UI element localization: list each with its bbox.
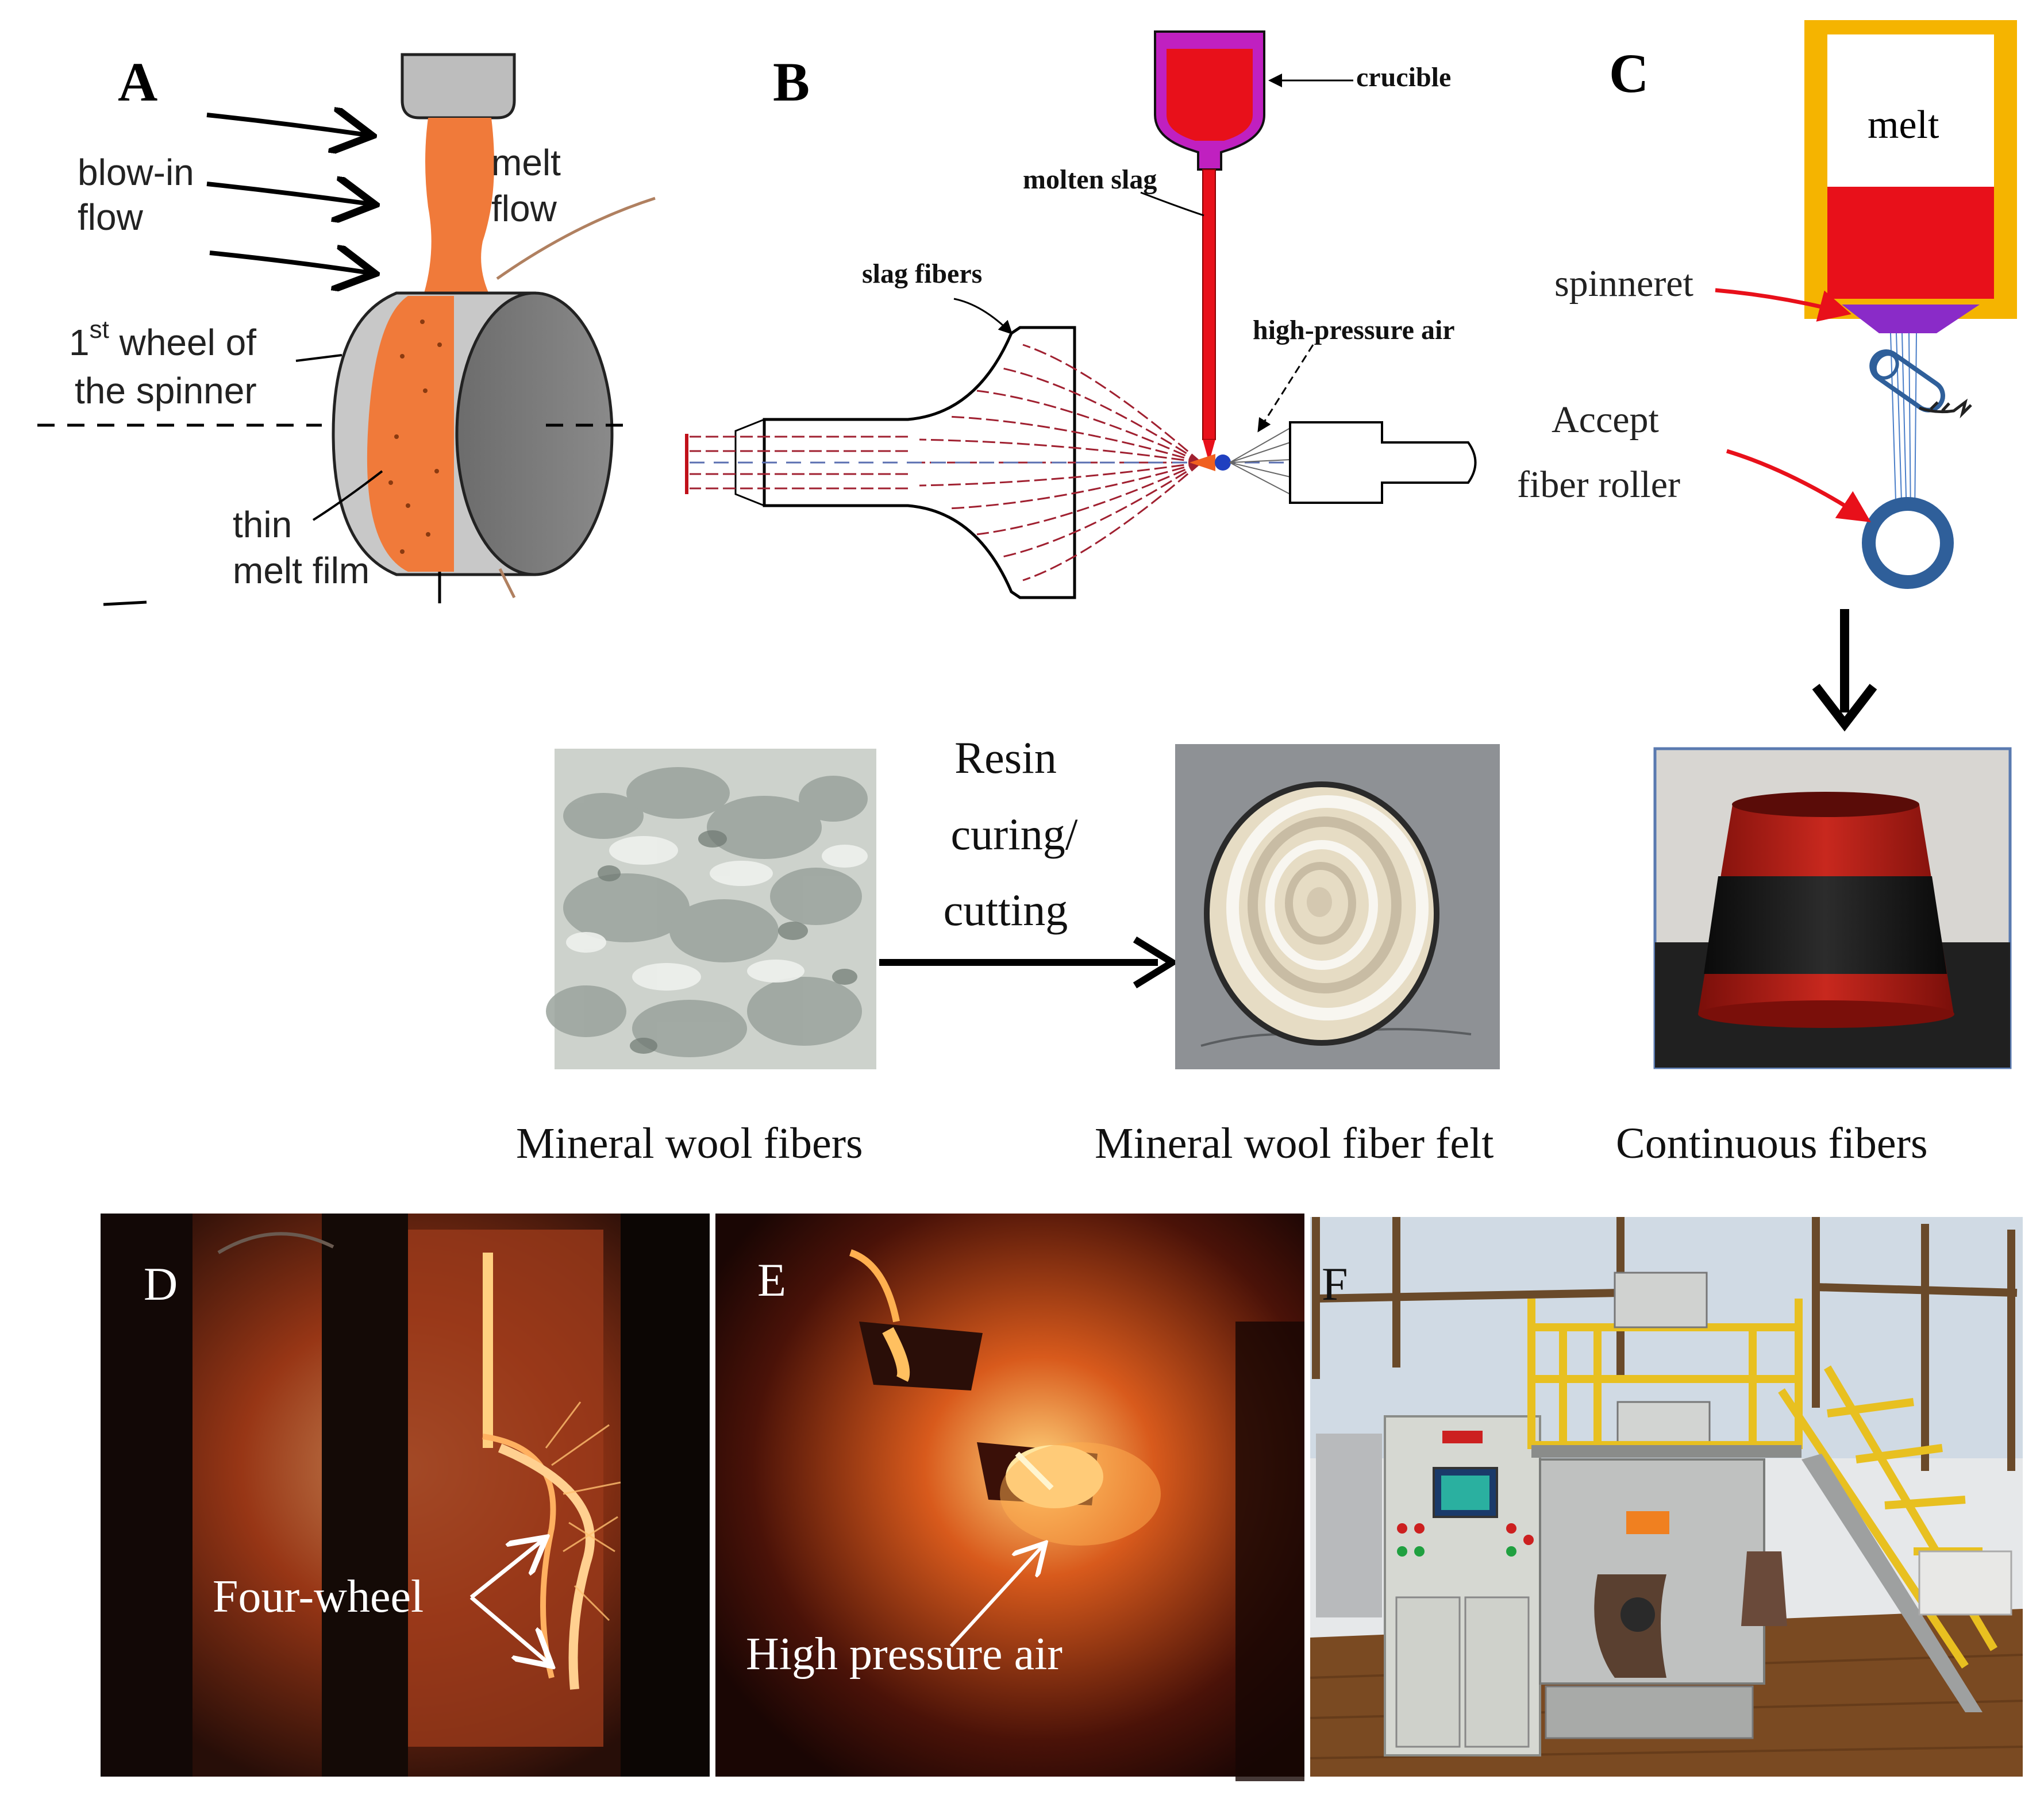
blow-in-label: blow-in	[78, 152, 194, 193]
panel-b-letter: B	[773, 51, 810, 113]
air-leader	[1257, 344, 1314, 433]
fiber-roller	[1862, 497, 1954, 589]
high-pressure-air-label: high-pressure air	[1253, 315, 1455, 345]
yellow-platform	[1527, 1299, 1998, 1669]
high-pressure-air-label: High pressure air	[746, 1629, 1063, 1680]
spinner-label: the spinner	[75, 370, 257, 411]
melt-chamber-red	[1827, 187, 1994, 299]
process-curing: curing/	[951, 809, 1078, 859]
down-arrow-head	[1812, 684, 1877, 732]
panel-e-letter: E	[757, 1254, 786, 1306]
process-resin: Resin	[954, 733, 1057, 783]
four-wheel-arrow-2	[469, 1596, 549, 1663]
roller-arrow	[1726, 449, 1871, 522]
fibers-leader	[953, 298, 1013, 335]
caption-mineral-wool: Mineral wool fibers	[516, 1119, 863, 1168]
spinneret-label: spinneret	[1554, 263, 1693, 305]
thin-label: thin	[233, 504, 292, 545]
molten-slag-stream	[1202, 169, 1216, 440]
air-spray	[1229, 427, 1291, 495]
panel-b: B	[685, 30, 1477, 599]
four-wheel-label: Four-wheel	[213, 1571, 424, 1622]
process-cutting: cutting	[944, 885, 1068, 935]
melt-label: melt	[491, 142, 561, 183]
guide-bracket	[1919, 398, 1972, 419]
crucible-label: crucible	[1356, 62, 1451, 93]
caption-continuous: Continuous fibers	[1616, 1119, 1928, 1168]
film-leader	[312, 470, 383, 521]
bottom-tick-2	[498, 568, 516, 599]
nozzle	[401, 53, 516, 120]
melt-chamber-top	[1827, 34, 1994, 190]
melt-label: melt	[1868, 103, 1939, 147]
panel-f-letter: F	[1322, 1258, 1348, 1310]
melt-film-label: melt film	[233, 550, 369, 591]
blow-in-arrows	[206, 115, 371, 273]
panel-c: C melt spinneret Accept fiber roller	[1517, 20, 2017, 732]
panel-c-letter: C	[1609, 43, 1649, 104]
crucible-melt	[1167, 49, 1253, 141]
continuous-fiber-photo	[1653, 747, 2012, 1069]
molten-slag-label: molten slag	[1023, 164, 1157, 195]
air-nozzle	[1289, 421, 1477, 504]
spinneret-arrow	[1715, 288, 1851, 322]
fiber-burst	[1190, 454, 1215, 471]
panel-a-letter: A	[118, 51, 157, 113]
flow-label: flow	[78, 197, 144, 238]
panel-a: A blow-in fl	[37, 51, 656, 606]
panel-f: F	[1310, 1217, 2023, 1777]
molten-slag-leader	[1140, 191, 1204, 217]
slag-fibers-label: slag fibers	[862, 259, 982, 289]
high-pressure-air-arrow	[949, 1546, 1043, 1648]
guide-roller	[1869, 349, 1945, 413]
panel-d: D Four-wheel	[101, 1214, 710, 1777]
melt-stream	[422, 118, 494, 299]
fiber-roller-label: fiber roller	[1517, 464, 1680, 506]
fiber-chamber	[763, 326, 1076, 599]
wheel-leader	[295, 354, 342, 362]
corner-mark	[103, 600, 147, 606]
panel-e: E High pressure air	[715, 1214, 1304, 1781]
four-wheel-arrow-1	[469, 1540, 543, 1599]
mineral-wool-photo	[546, 749, 876, 1069]
tangent-line	[496, 197, 656, 280]
product-row: Resin curing/ cutting Mine	[516, 733, 2012, 1168]
panel-d-letter: D	[144, 1258, 178, 1310]
caption-fiber-felt: Mineral wool fiber felt	[1095, 1119, 1493, 1168]
accept-label: Accept	[1552, 399, 1659, 441]
spinneret	[1842, 305, 1980, 333]
wheel-label: 1st wheel of	[69, 315, 256, 363]
fiber-machine	[1539, 1458, 1765, 1685]
melt-flow-label: flow	[491, 188, 557, 229]
fiber-felt-photo	[1175, 744, 1500, 1069]
stream-taper	[1203, 440, 1215, 463]
chamber-inlet	[734, 418, 765, 507]
air-jet-point	[1215, 454, 1231, 471]
process-arrow-head	[1133, 936, 1179, 989]
spinner-wheel	[332, 291, 614, 576]
